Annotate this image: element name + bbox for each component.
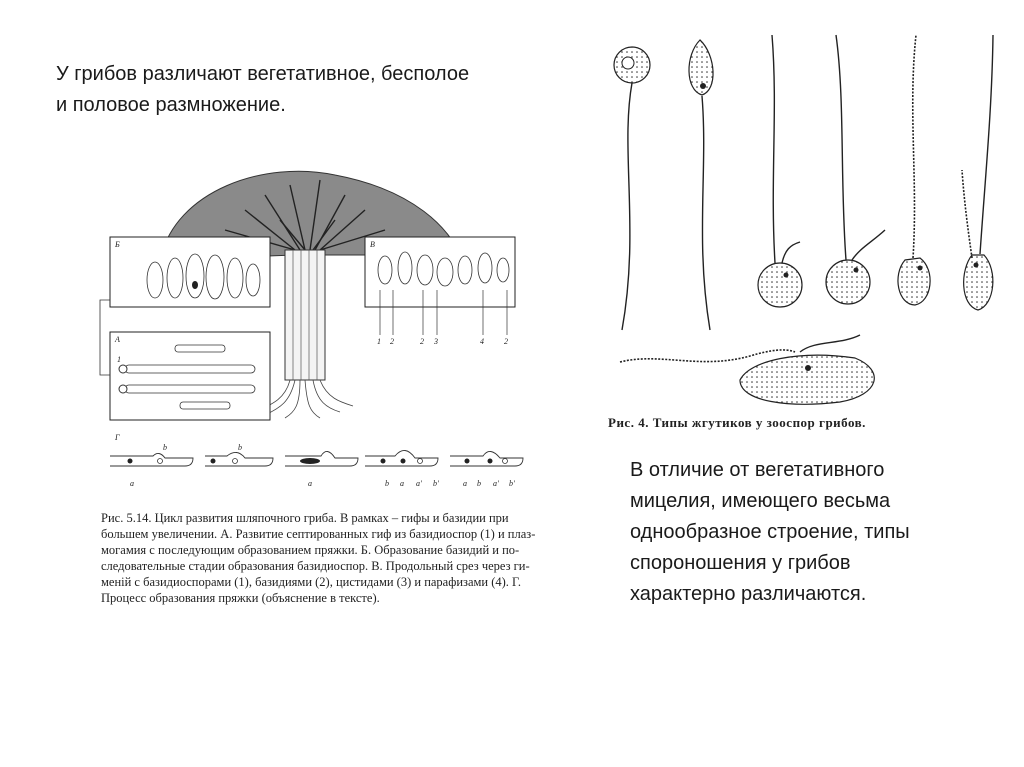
intro-text: У грибов различают вегетативное, бесполо… [56,59,469,121]
zoospore-5 [898,35,930,305]
clamp-label: a' [493,479,499,488]
caption-line-6: Процесс образования пряжки (объяснение в… [101,590,601,606]
hyphae-number: 1 [117,355,121,364]
part-number-2: 2 [390,337,394,346]
caption-line-4: следовательные стадии образования базиди… [101,558,601,574]
clamp-label: a [400,479,404,488]
clamp-label: b [477,479,481,488]
zoospore-3 [758,35,802,307]
part-number-4: 3 [433,337,438,346]
zoospore-4 [826,35,885,304]
fungus-lifecycle-figure: Б В 1 2 2 3 4 2 А 1 Г [95,150,525,500]
part-number-3: 2 [420,337,424,346]
caption-line-1: Рис. 5.14. Цикл развития шляпочного гриб… [101,510,601,526]
clamp-label: b' [509,479,515,488]
clamp-label: a' [416,479,422,488]
caption-line-3: могамия с последующим образованием пряжк… [101,542,601,558]
clamp-label: a [308,479,312,488]
contrast-line-1: В отличие от вегетативного [630,455,910,486]
clamp-label: b [238,443,242,452]
figure-5-14-caption: Рис. 5.14. Цикл развития шляпочного гриб… [101,510,601,606]
part-number-5: 4 [480,337,484,346]
contrast-line-4: спороношения у грибов [630,548,910,579]
intro-line-2: и половое размножение. [56,90,469,121]
panel-label-b: Б [114,240,120,249]
caption-line-5: меній с базидиоспорами (1), базидиями (2… [101,574,601,590]
part-number-1: 1 [377,337,381,346]
clamp-label: a [130,479,134,488]
caption-line-2: большем увеличении. А. Развитие септиров… [101,526,601,542]
figure-4-caption: Рис. 4. Типы жгутиков у зооспор грибов. [608,415,866,431]
clamp-label: b [163,443,167,452]
zoospore-2 [689,40,713,330]
zoospore-7 [620,335,874,404]
panel-label-g: Г [114,433,120,442]
clamp-label: b [385,479,389,488]
zoospore-flagella-figure [600,30,1010,410]
zoospore-6 [962,35,993,310]
clamp-label: b' [433,479,439,488]
contrast-line-3: однообразное строение, типы [630,517,910,548]
intro-line-1: У грибов различают вегетативное, бесполо… [56,59,469,90]
zoospore-1 [614,47,650,330]
contrast-line-2: мицелия, имеющего весьма [630,486,910,517]
clamp-label: a [463,479,467,488]
panel-label-v: В [370,240,375,249]
part-number-6: 2 [504,337,508,346]
contrast-text: В отличие от вегетативного мицелия, имею… [630,455,910,610]
contrast-line-5: характерно различаются. [630,579,910,610]
panel-label-a: А [114,335,120,344]
